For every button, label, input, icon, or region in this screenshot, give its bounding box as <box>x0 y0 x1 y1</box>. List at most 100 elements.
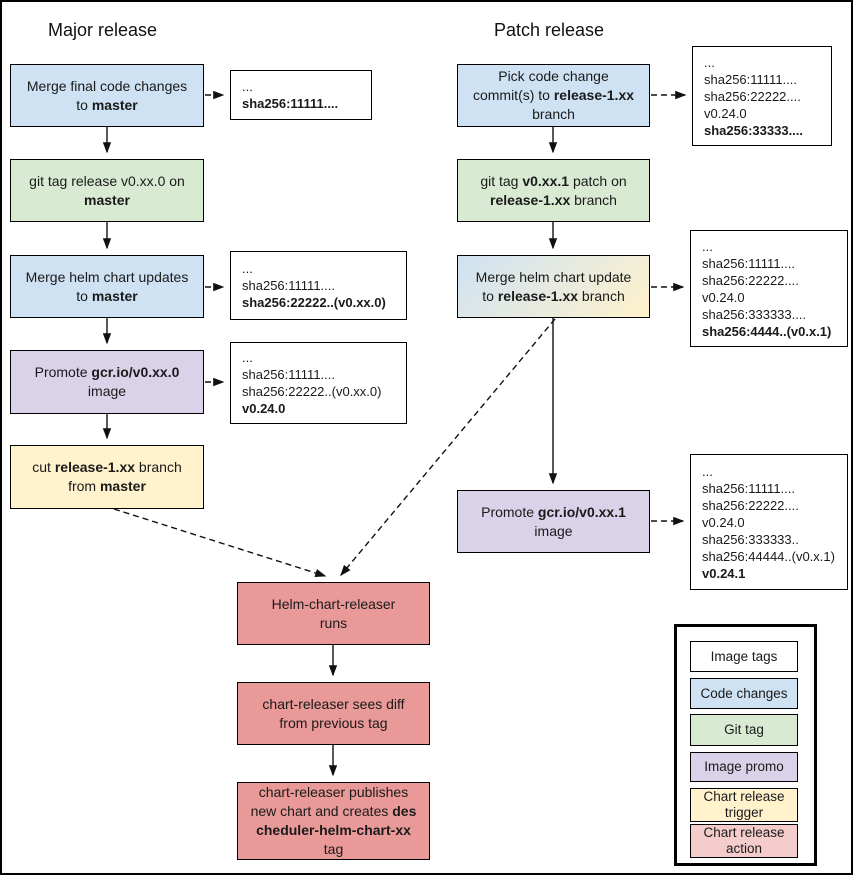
flow-box-releaser-publishes: chart-releaser publishes new chart and c… <box>237 782 430 860</box>
flow-box-label: Promote gcr.io/v0.xx.0 image <box>23 363 191 401</box>
label-segment: gcr.io/v0.xx.0 <box>91 364 180 380</box>
label-segment: cut <box>32 459 55 475</box>
tag-line: sha256:11111.... <box>242 96 339 111</box>
flow-box-releaser-runs: Helm-chart-releaser runs <box>237 582 430 645</box>
tag-line: sha256:11111.... <box>702 255 795 271</box>
tag-line: ... <box>242 350 253 365</box>
tag-line: sha256:333333.. <box>702 531 799 547</box>
label-segment: descheduler-helm-chart-xx <box>256 803 417 838</box>
label-segment: git tag release v0.xx.0 on <box>29 172 185 189</box>
flow-box-patch-promote-image: Promote gcr.io/v0.xx.1 image <box>457 490 650 553</box>
tag-line: ... <box>702 238 713 254</box>
label-segment: Merge final code changes to <box>26 77 188 113</box>
label-segment: release-1.xx <box>490 191 571 208</box>
major-release-title: Major release <box>48 20 158 40</box>
flow-box-label: Promote gcr.io/v0.xx.1 image <box>470 503 637 541</box>
tag-line: ... <box>704 54 715 70</box>
tag-line: sha256:333333.... <box>702 306 807 322</box>
tag-line: v0.24.0 <box>242 401 286 416</box>
legend-item-code-changes: Code changes <box>690 678 798 709</box>
legend-item-label: Chart release action <box>703 825 785 856</box>
tag-line: sha256:11111.... <box>242 278 335 293</box>
flow-box-label: Helm-chart-releaser runs <box>264 595 403 633</box>
tag-line: ... <box>242 261 253 276</box>
flow-box-major-cut-branch: cut release-1.xx branch from master <box>10 445 204 509</box>
legend-item-git-tag: Git tag <box>690 714 798 746</box>
label-segment: Promote <box>34 364 92 380</box>
legend-item-label: Image tags <box>710 648 778 664</box>
flow-box-patch-merge-helm: Merge helm chart update to release-1.xx … <box>457 255 650 318</box>
label-segment: Helm-chart-releaser runs <box>271 595 396 631</box>
label-segment: branch <box>578 287 625 304</box>
tag-line: sha256:11111.... <box>704 71 797 87</box>
flow-box-major-git-tag: git tag release v0.xx.0 on master <box>10 159 204 222</box>
legend-item-label: Code changes <box>700 685 788 701</box>
image-tags-box-c: ... sha256:11111.... sha256:22222..(v0.x… <box>230 342 407 424</box>
patch-release-title: Patch release <box>494 20 605 40</box>
tag-line: sha256:22222..(v0.xx.0) <box>242 384 382 399</box>
tag-line: sha256:11111.... <box>702 480 795 496</box>
legend-item-chart-release-action: Chart release action <box>690 824 798 858</box>
label-segment: git tag <box>480 172 523 189</box>
tag-line: sha256:22222.... <box>704 88 801 104</box>
tag-line: v0.24.1 <box>702 565 746 581</box>
flow-box-patch-pick-commits: Pick code change commit(s) to release-1.… <box>457 64 650 127</box>
label-segment: master <box>91 96 138 113</box>
flow-box-label: git tag release v0.xx.0 on master <box>23 172 191 210</box>
label-segment: master <box>99 478 146 494</box>
tag-line: ... <box>242 79 253 94</box>
label-segment: chart-releaser publishes new chart and c… <box>250 784 409 819</box>
legend-item-image-tags: Image tags <box>690 641 798 672</box>
flow-box-label: Merge helm chart update to release-1.xx … <box>470 268 637 306</box>
label-segment: chart-releaser sees diff from previous t… <box>262 695 405 731</box>
flow-box-label: Merge helm chart updates to master <box>23 268 191 306</box>
label-segment: image <box>87 383 127 399</box>
label-segment: gcr.io/v0.xx.1 <box>537 503 626 520</box>
tag-line: v0.24.0 <box>704 105 747 121</box>
tag-line: sha256:44444..(v0.x.1) <box>702 548 835 564</box>
flow-box-major-promote-image: Promote gcr.io/v0.xx.0 image <box>10 350 204 414</box>
flow-box-label: Merge final code changes to master <box>23 77 191 115</box>
label-segment: release-1.xx <box>553 87 635 103</box>
flow-box-major-merge-helm: Merge helm chart updates to master <box>10 255 204 318</box>
tag-line: sha256:22222..(v0.xx.0) <box>242 295 386 310</box>
flow-box-releaser-sees-diff: chart-releaser sees diff from previous t… <box>237 682 430 745</box>
label-segment: Merge helm chart update to <box>475 268 632 304</box>
image-tags-box-b: ... sha256:11111.... sha256:22222..(v0.x… <box>230 251 407 320</box>
flow-box-patch-git-tag: git tag v0.xx.1 patch on release-1.xx br… <box>457 159 650 222</box>
label-segment: release-1.xx <box>497 287 579 304</box>
label-segment: Promote <box>481 503 538 520</box>
tag-line: sha256:33333.... <box>704 122 804 138</box>
flow-box-label: chart-releaser publishes new chart and c… <box>250 783 417 859</box>
label-segment: Pick code change commit(s) to <box>472 68 609 103</box>
tag-line: v0.24.0 <box>702 514 745 530</box>
label-segment: v0.xx.1 <box>522 172 570 189</box>
label-segment: image <box>534 522 573 539</box>
label-segment: branch <box>532 106 575 122</box>
flow-box-label: chart-releaser sees diff from previous t… <box>250 695 417 733</box>
tag-line: ... <box>702 463 713 479</box>
label-segment: patch on <box>569 172 627 189</box>
label-segment: Merge helm chart updates to <box>25 268 189 304</box>
tag-line: v0.24.0 <box>702 289 745 305</box>
image-tags-box-f: ... sha256:11111.... sha256:22222.... v0… <box>690 454 848 590</box>
image-tags-box-d: ... sha256:11111.... sha256:22222.... v0… <box>692 46 832 146</box>
dashed-arrow-cut-to-releaser <box>113 508 327 578</box>
tag-line: sha256:4444..(v0.x.1) <box>702 323 832 339</box>
label-segment: master <box>91 287 138 304</box>
flow-box-label: Pick code change commit(s) to release-1.… <box>470 67 637 124</box>
image-tags-box-a: ... sha256:11111.... <box>230 70 372 120</box>
legend-item-chart-release-trigger: Chart release trigger <box>690 788 798 822</box>
image-tags-box-e: ... sha256:11111.... sha256:22222.... v0… <box>690 230 848 347</box>
tag-line: sha256:11111.... <box>242 367 335 382</box>
flow-box-label: cut release-1.xx branch from master <box>23 458 191 496</box>
flow-box-label: git tag v0.xx.1 patch on release-1.xx br… <box>470 172 637 210</box>
label-segment: master <box>84 191 130 208</box>
label-segment: branch from <box>68 459 182 494</box>
label-segment: branch <box>570 191 617 208</box>
legend-item-image-promo: Image promo <box>690 752 798 782</box>
label-segment: tag <box>323 841 344 857</box>
legend-item-label: Chart release trigger <box>703 789 785 820</box>
legend-item-label: Git tag <box>724 722 764 737</box>
